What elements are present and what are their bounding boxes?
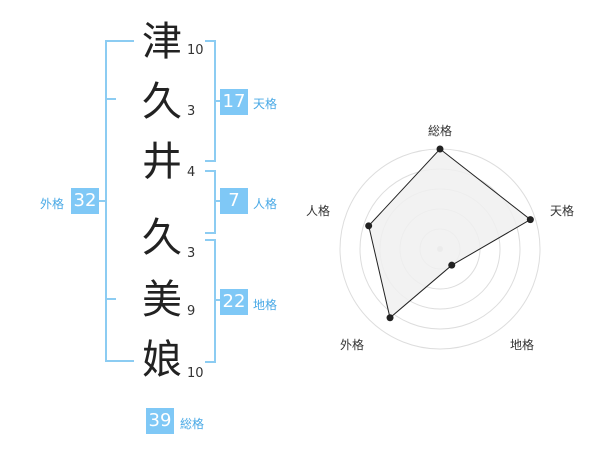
radar-label-jinkaku: 人格 [306,204,331,218]
radar-point-0 [436,145,444,153]
radar-label-soukaku: 総格 [428,124,453,138]
chikaku-tick [214,299,222,301]
name-char-1: 津 [142,19,182,65]
name-char-2: 久 [142,79,182,125]
soukaku-value-badge: 39 [146,408,174,434]
name-char-4: 久 [142,215,182,261]
jinkaku-bracket [205,170,216,234]
stroke-count-4: 3 [187,246,196,261]
name-char-5: 美 [142,277,182,323]
stroke-count-6: 10 [187,366,204,381]
chikaku-label: 地格 [253,298,278,312]
gaikaku-bracket [105,40,134,362]
name-char-3: 井 [142,139,182,185]
gaikaku-inner-tick-top [107,98,116,100]
jinkaku-tick [214,200,222,202]
gaikaku-inner-tick-bottom [107,298,116,300]
gaikaku-tick [97,200,105,202]
radar-shape [368,148,532,319]
radar-point-3 [386,314,394,322]
soukaku-label: 総格 [180,417,205,431]
jinkaku-label: 人格 [253,197,278,211]
gaikaku-value-badge: 32 [71,188,99,214]
name-char-6: 娘 [142,337,182,383]
radar-point-1 [526,216,534,224]
radar-points [365,145,534,322]
stroke-count-2: 3 [187,104,196,119]
chikaku-value-badge: 22 [220,289,248,315]
radar-label-gaikaku: 外格 [340,338,365,352]
tenkaku-value-badge: 17 [220,89,248,115]
stroke-count-5: 9 [187,304,196,319]
stroke-count-1: 10 [187,43,204,58]
stroke-count-3: 4 [187,165,196,180]
radar-label-chikaku: 地格 [510,338,535,352]
tenkaku-tick [214,100,222,102]
radar-point-4 [365,222,373,230]
tenkaku-label: 天格 [253,97,278,111]
radar-point-2 [448,261,456,269]
gaikaku-label: 外格 [40,197,65,211]
radar-label-tenkaku: 天格 [550,204,575,218]
chikaku-bracket [205,239,216,363]
jinkaku-value-badge: 7 [220,188,248,214]
